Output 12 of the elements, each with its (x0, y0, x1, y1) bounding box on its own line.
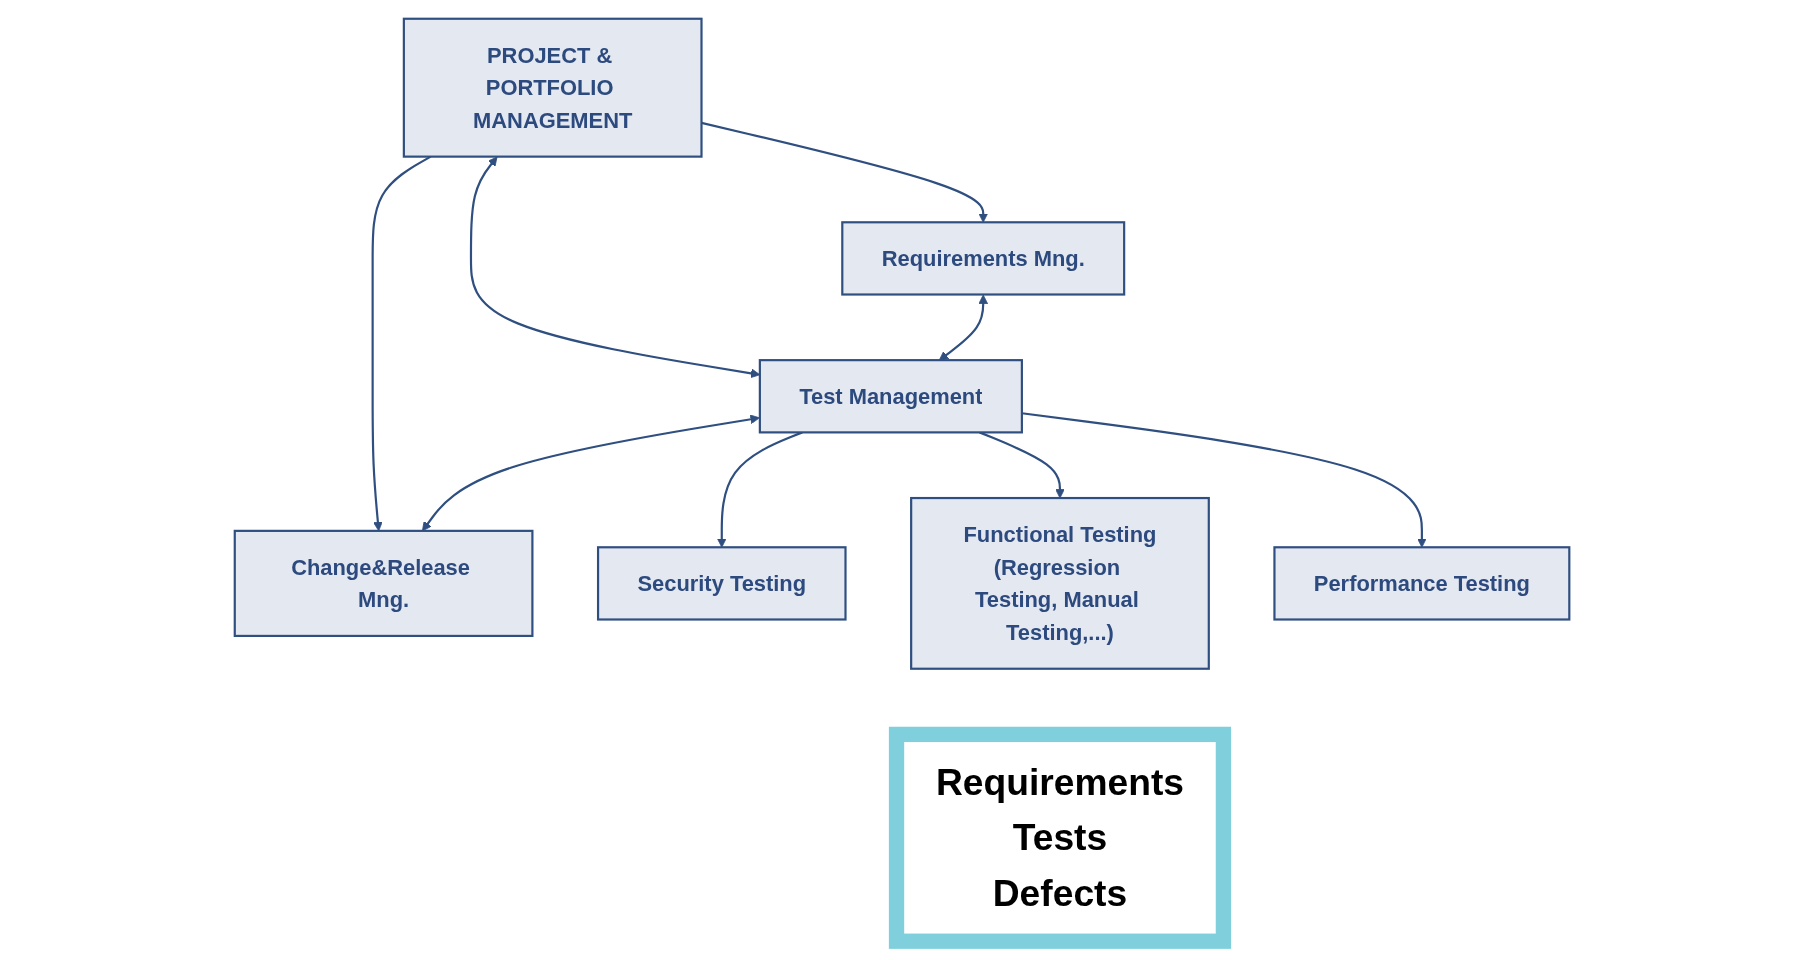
arrow (701, 121, 989, 223)
node-box: Change&Release Mng. (234, 529, 534, 638)
arrow (939, 294, 989, 361)
node-box: Security Testing (597, 546, 848, 621)
arrow (1022, 412, 1428, 548)
node-box: Requirements Tests Defects (889, 726, 1232, 949)
arrow (470, 156, 761, 379)
node-box: Performance Testing (1273, 546, 1571, 621)
node-box: Functional Testing (Regression Testing, Manual Testing,...) (910, 496, 1211, 670)
node-box: PROJECT & PORTFOLIO MANAGEMENT (403, 17, 704, 158)
node-box: Requirements Mng. (841, 221, 1126, 296)
node-box: Test Management (759, 359, 1024, 434)
